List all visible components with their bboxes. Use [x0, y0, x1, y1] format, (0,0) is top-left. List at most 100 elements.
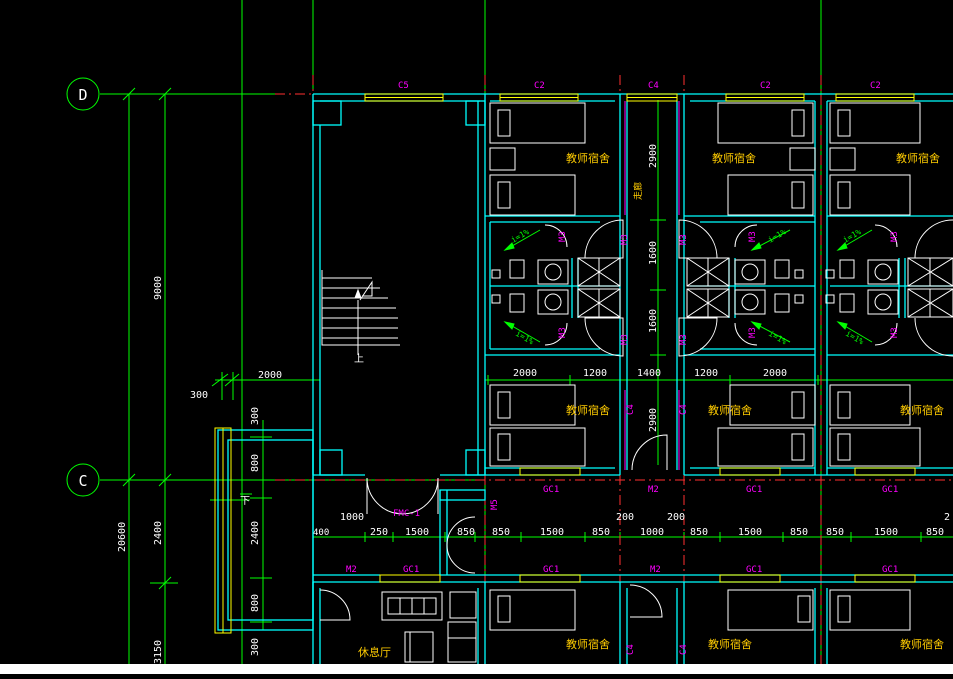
- corridor-magenta: [624, 101, 680, 470]
- svg-text:i=1%: i=1%: [844, 329, 865, 347]
- stair: [321, 270, 400, 355]
- svg-text:2000: 2000: [513, 368, 537, 379]
- window-label-gc1: GC1: [543, 565, 559, 575]
- svg-text:200: 200: [667, 512, 685, 523]
- door-label-m3: M3: [748, 327, 758, 338]
- bathroom-fixtures: [491, 257, 953, 318]
- windows: [214, 93, 916, 634]
- svg-text:9000: 9000: [153, 276, 164, 300]
- svg-text:400: 400: [313, 528, 329, 538]
- doors: [319, 219, 953, 621]
- window-label-c5: C5: [398, 81, 409, 91]
- svg-text:2400: 2400: [153, 521, 164, 545]
- svg-text:2000: 2000: [763, 368, 787, 379]
- svg-text:250: 250: [370, 527, 388, 538]
- room-label-dorm: 教师宿舍: [566, 151, 610, 165]
- room-label-dorm: 教师宿舍: [708, 637, 752, 651]
- axis-bubble-d: D: [66, 77, 100, 111]
- room-label-dorm: 教师宿舍: [566, 403, 610, 417]
- svg-text:1000: 1000: [640, 527, 664, 538]
- door-label-m3: M3: [679, 334, 689, 345]
- door-label-m3: M3: [748, 231, 758, 242]
- window-label-c4: C4: [679, 644, 689, 655]
- svg-text:850: 850: [457, 527, 475, 538]
- svg-text:1600: 1600: [648, 309, 659, 333]
- door-label-m3: M3: [890, 231, 900, 242]
- window-label-c4: C4: [626, 644, 636, 655]
- svg-text:200: 200: [616, 512, 634, 523]
- stair-labels: 上 下: [240, 353, 364, 507]
- window-label-c4: C4: [626, 404, 636, 415]
- window-label-c4: C4: [679, 404, 689, 415]
- door-labels: M2 M2 M2 FMC-1 M5 M3 M3 M3 M3 M3 M3 M3 M…: [346, 231, 900, 655]
- stair-up-label: 上: [354, 353, 364, 365]
- door-label-m5: M5: [490, 499, 500, 510]
- svg-text:1000: 1000: [340, 512, 364, 523]
- door-label-m3: M3: [620, 334, 630, 345]
- svg-text:850: 850: [826, 527, 844, 538]
- svg-text:i=1%: i=1%: [767, 227, 788, 245]
- svg-text:1500: 1500: [738, 527, 762, 538]
- door-label-m2: M2: [648, 485, 659, 495]
- stair-down-label: 下: [240, 496, 250, 507]
- svg-text:300: 300: [250, 638, 261, 656]
- room-label-corridor: 走廊: [632, 182, 644, 200]
- room-label-dorm: 教师宿舍: [900, 637, 944, 651]
- svg-text:300: 300: [190, 390, 208, 401]
- window-label-gc1: GC1: [882, 485, 898, 495]
- svg-text:D: D: [78, 86, 87, 104]
- svg-text:1200: 1200: [583, 368, 607, 379]
- room-label-dorm: 教师宿舍: [708, 403, 752, 417]
- window-labels: C5 C2 C4 C2 C2 GC1 GC1 GC1 GC1 GC1 GC1 G…: [398, 81, 898, 575]
- grid-centerlines: [275, 75, 953, 664]
- window-label-c2: C2: [534, 81, 545, 91]
- svg-text:1200: 1200: [694, 368, 718, 379]
- svg-text:2: 2: [944, 512, 950, 523]
- svg-text:850: 850: [790, 527, 808, 538]
- svg-text:1500: 1500: [405, 527, 429, 538]
- svg-text:2400: 2400: [250, 521, 261, 545]
- window-label-gc1: GC1: [543, 485, 559, 495]
- bottom-scrollbar-strip[interactable]: [0, 664, 953, 674]
- svg-text:i=1%: i=1%: [514, 329, 535, 347]
- room-label-dorm: 教师宿舍: [900, 403, 944, 417]
- svg-text:300: 300: [250, 407, 261, 425]
- furniture: [381, 102, 921, 663]
- svg-text:1500: 1500: [540, 527, 564, 538]
- room-label-dorm: 教师宿舍: [566, 637, 610, 651]
- walls: [217, 93, 953, 664]
- window-label-gc1: GC1: [746, 565, 762, 575]
- svg-text:i=1%: i=1%: [767, 329, 788, 347]
- room-label-lounge: 休息厅: [358, 645, 391, 659]
- room-label-dorm: 教师宿舍: [896, 151, 940, 165]
- svg-text:20600: 20600: [117, 522, 128, 552]
- window-label-c2: C2: [870, 81, 881, 91]
- svg-text:3150: 3150: [153, 640, 164, 664]
- window-label-gc1: GC1: [882, 565, 898, 575]
- room-labels: 教师宿舍 教师宿舍 教师宿舍 教师宿舍 教师宿舍 教师宿舍 教师宿舍 教师宿舍 …: [358, 151, 944, 659]
- door-label-m3: M3: [558, 327, 568, 338]
- window-label-gc1: GC1: [403, 565, 419, 575]
- door-label-m2: M2: [650, 565, 661, 575]
- door-label-m3: M3: [890, 327, 900, 338]
- window-label-gc1: GC1: [746, 485, 762, 495]
- dimension-texts: 9000 20600 2400 3150 300 2000 300 800 24…: [117, 144, 950, 664]
- door-label-m2: M2: [346, 565, 357, 575]
- window-label-c4: C4: [648, 81, 659, 91]
- svg-text:1400: 1400: [637, 368, 661, 379]
- svg-text:1600: 1600: [648, 241, 659, 265]
- svg-text:2900: 2900: [648, 408, 659, 432]
- svg-text:2900: 2900: [648, 144, 659, 168]
- svg-text:i=1%: i=1%: [510, 227, 531, 245]
- svg-text:C: C: [78, 472, 87, 490]
- door-label-m3: M3: [620, 234, 630, 245]
- svg-text:850: 850: [592, 527, 610, 538]
- svg-text:2000: 2000: [258, 370, 282, 381]
- svg-text:800: 800: [250, 454, 261, 472]
- svg-text:1500: 1500: [874, 527, 898, 538]
- svg-text:850: 850: [926, 527, 944, 538]
- room-label-dorm: 教师宿舍: [712, 151, 756, 165]
- door-label-m3: M3: [558, 231, 568, 242]
